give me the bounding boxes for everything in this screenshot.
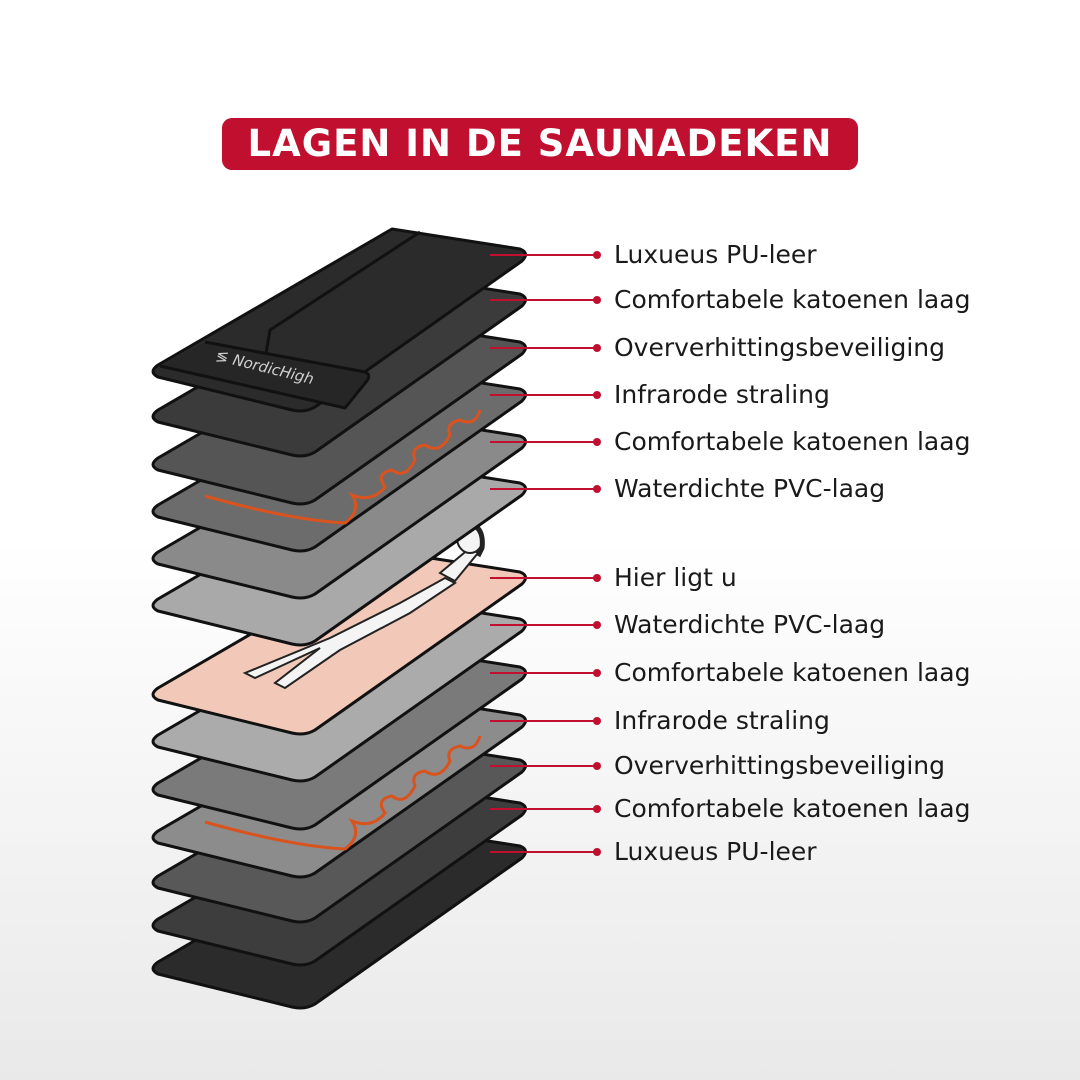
layer-label: Waterdichte PVC-laag <box>614 474 886 503</box>
layer-label: Luxueus PU-leer <box>614 240 817 269</box>
layer-label: Infrarode straling <box>614 706 830 735</box>
leader-dot <box>593 762 601 770</box>
layer-label: Comfortabele katoenen laag <box>614 427 971 456</box>
layer-label: Comfortabele katoenen laag <box>614 794 971 823</box>
heating-wire <box>204 735 482 851</box>
leader-dot <box>593 717 601 725</box>
leader-dot <box>593 485 601 493</box>
leader-dot <box>593 438 601 446</box>
layer-label: Waterdichte PVC-laag <box>614 610 886 639</box>
leader-dot <box>593 251 601 259</box>
person-illustration <box>242 520 485 690</box>
leader-dot <box>593 574 601 582</box>
leader-dot <box>593 848 601 856</box>
layer-label: Oververhittingsbeveiliging <box>614 333 946 362</box>
layer-label: Luxueus PU-leer <box>614 837 817 866</box>
layer-label: Oververhittingsbeveiliging <box>614 751 946 780</box>
leader-dot <box>593 621 601 629</box>
leader-dot <box>593 344 601 352</box>
leader-dot <box>593 669 601 677</box>
leader-dot <box>593 296 601 304</box>
layer-7 <box>151 520 527 736</box>
page-title: LAGEN IN DE SAUNADEKEN <box>222 118 858 170</box>
layer-label: Hier ligt u <box>614 563 737 592</box>
layer-label: Comfortabele katoenen laag <box>614 285 971 314</box>
leader-dot <box>593 805 601 813</box>
leader-dot <box>593 391 601 399</box>
layer-label: Infrarode straling <box>614 380 830 409</box>
logo-patch <box>159 340 371 410</box>
heating-wire <box>204 409 482 525</box>
layer-label: Comfortabele katoenen laag <box>614 658 971 687</box>
